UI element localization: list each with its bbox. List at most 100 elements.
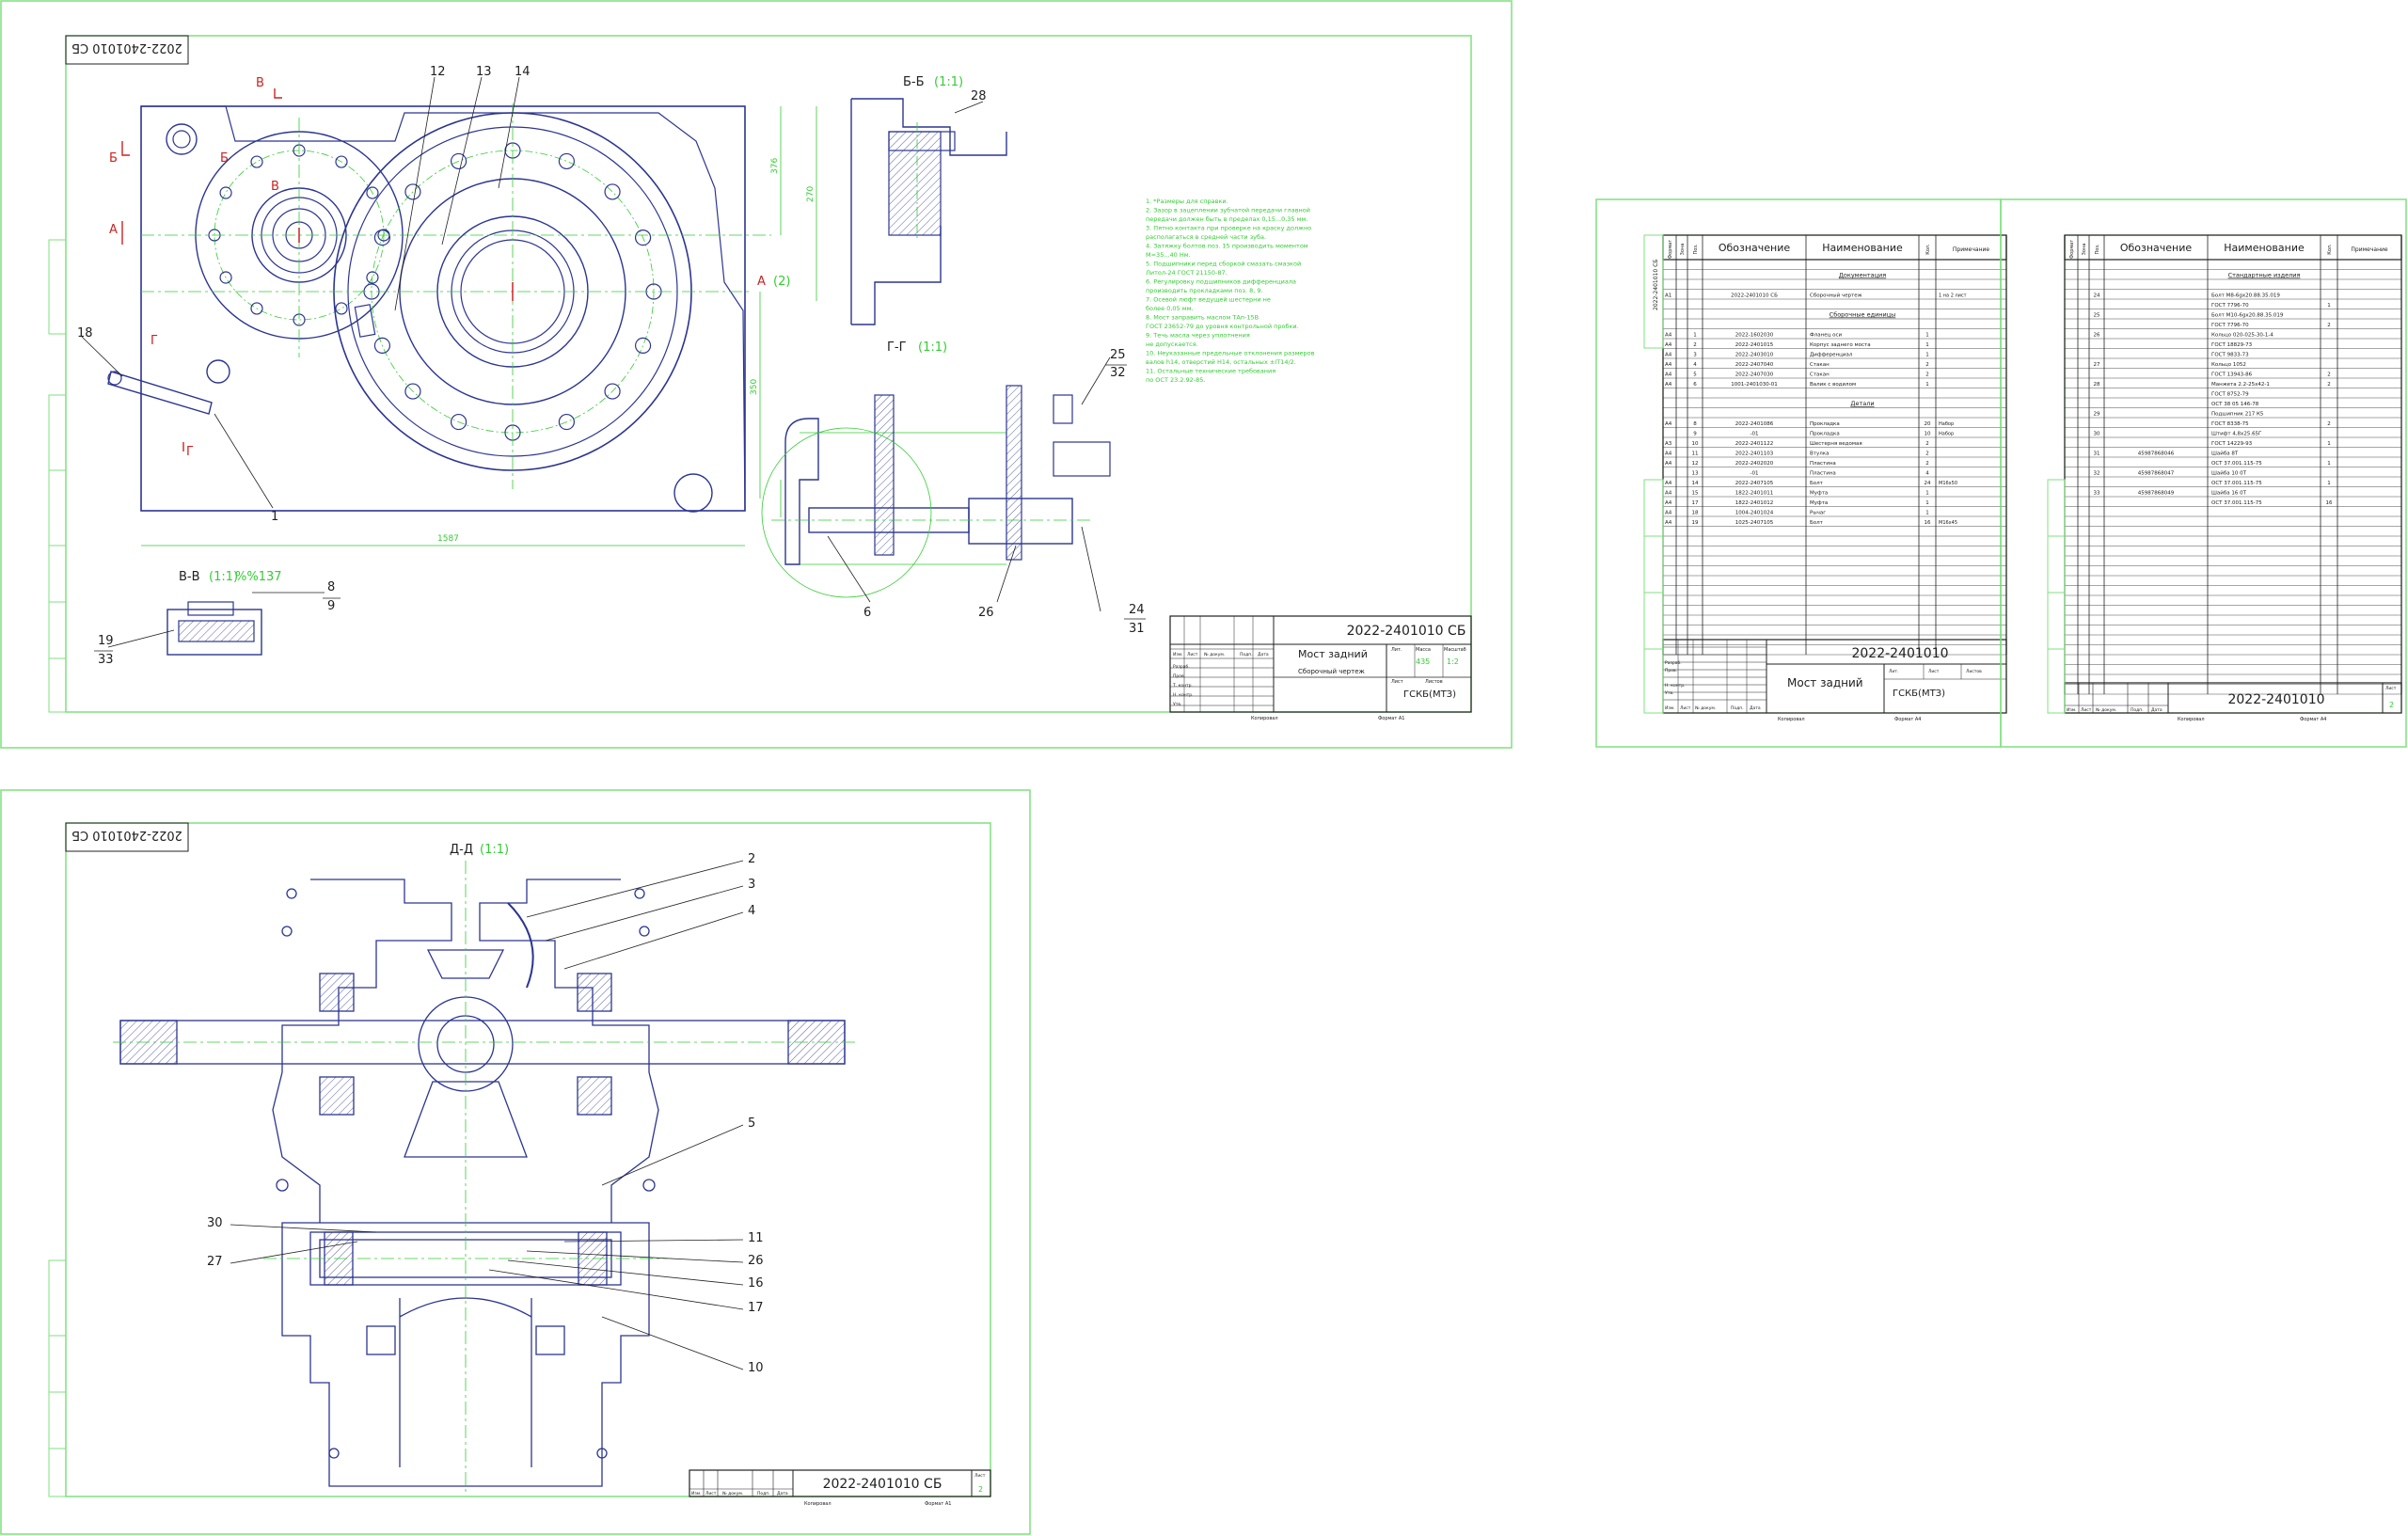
spec-cell-name: Шайба 8Т [2211,451,2239,457]
section-v-v-scale: (1:1) [209,570,238,584]
title-block-sheet: Лист [1391,679,1403,685]
spec-cell-pos: 2 [1693,342,1697,348]
spec-cell-name: Пластина [1810,461,1836,467]
spec-cell-pos: 4 [1693,362,1697,368]
spec-cell-pos: 33 [2094,491,2100,497]
title-block-subtitle: Сборочный чертеж [1298,668,1365,675]
bolt-hole [404,183,421,200]
dim-height-c: 350 [750,379,759,395]
section-d-d-title: Д-Д [450,843,473,857]
sheet-1-left-strips [48,239,67,713]
spec-cell-pos: 30 [2094,432,2100,437]
spec-cell-name: ГОСТ 7796-70 [2211,303,2249,309]
spec-2-copied: Копировал [2178,717,2205,722]
bolt-hole [634,337,652,355]
bolt-hole [250,302,263,315]
spec-cell-qty: 2 [1925,451,1929,457]
spec-cell-qty: 1 [2327,303,2331,309]
section-v-v-title: В-В [179,570,200,584]
bolt-hole [450,152,467,170]
leader-24: 24 [1129,603,1145,617]
tbs1-col-1: Лист [1680,705,1691,711]
spec-cell-code: 2022-2407030 [1735,372,1774,378]
bolt-hole [450,413,467,431]
note-line: 6. Регулировку подшипников дифференциала [1146,278,1296,286]
leader-9: 9 [327,599,335,613]
note-line: ГОСТ 23652-79 до уровня контрольной проб… [1146,323,1299,330]
sheet-2-frame [65,822,991,1497]
leader-17: 17 [748,1301,764,1315]
tbs1-row-1: Пров. [1665,668,1677,673]
title-block-code: 2022-2401010 СБ [1347,624,1466,639]
spec-cell-pos: 31 [2094,451,2100,457]
leader-10: 10 [748,1361,764,1375]
spec-cell-name: ОСТ 38 05 146-78 [2211,402,2259,407]
section-b-b-title: Б-Б [903,75,925,89]
sheet-1-outer-border [0,0,1513,749]
spec-cell-name: Шестерня ведомая [1810,441,1862,447]
dim-width: 1587 [437,534,459,544]
tbs2-col-1: Лист [2081,707,2092,713]
note-line: 5. Подшипники перед сборкой смазать смаз… [1146,261,1301,268]
spec-cell-name: Муфта [1810,491,1828,497]
spec-cell-pos: 15 [1692,491,1699,497]
leader-32: 32 [1110,366,1126,380]
spec-cell-name: Рычаг [1810,511,1826,516]
spec-cell-pos: 5 [1693,372,1697,378]
leader-33: 33 [98,653,114,667]
spec-cell-qty: 1 [2327,481,2331,486]
spec-cell-pos: 3 [1693,353,1697,358]
tbs2-col-0: Изм. [2067,707,2077,713]
spec-section-heading: Стандартные изделия [2228,272,2301,279]
spec-cell-pos: 19 [1692,520,1699,526]
spec1-header-6: Примечание [1953,246,1989,253]
spec-cell-qty: 2 [2327,323,2331,328]
spec-cell-pos: 32 [2094,471,2100,477]
cut-mark-v-mid: В [271,180,279,194]
spec-cell-name: ОСТ 37.001.115-75 [2211,461,2262,467]
spec-cell-code: 2022-2407105 [1735,481,1774,486]
spec-2-title-block: 2022-2401010 Изм. Лист № докум. Подп. Да… [2064,682,2402,722]
note-line: М=35...40 Нм. [1146,251,1191,259]
sheet-1: 2022-2401010 СБ [0,0,1513,749]
spec-cell-name: Пластина [1810,471,1836,477]
spec-cell-name: Стакан [1810,362,1830,368]
cut-marks: В Б Б В А Г Г А (2) [109,76,790,459]
spec1-header-2: Поз. [1693,244,1699,254]
bolt-hole [404,383,421,400]
tb1-col-0: Изм. [1173,652,1183,657]
spec-cell-name: Шайба 16 0Т [2211,490,2247,497]
spec-cell-qty: 2 [2327,421,2331,427]
bolt-hole [604,383,621,400]
spec-cell-qty: 4 [1925,471,1929,477]
spec-cell-name: Шайба 10 0Т [2211,470,2247,477]
tb1-row-2: Т. контр. [1172,683,1193,689]
spec-cell-code: 2022-2407040 [1735,362,1774,368]
spec-cell-code: 1001-2401030-01 [1731,382,1777,388]
spec-cell-pos: 27 [2094,362,2100,368]
spec-cell-pos: 10 [1692,441,1699,447]
spec-cell-qty: 1 [1925,333,1929,339]
sheet-1-title-block: 2022-2401010 СБ Мост задний Сборочный че… [1169,615,1472,721]
spec-cell-qty: 10 [1925,432,1931,437]
note-line: 4. Затяжку болтов поз. 15 производить мо… [1146,243,1308,250]
spec-cell-name: Валик с водилом [1810,382,1856,388]
spec-cell-name: Болт М8-6gх20.88.35.019 [2211,293,2280,299]
spec-cell-note: М16х45 [1939,520,1957,526]
spec-cell-format: А4 [1665,353,1672,358]
leader-5: 5 [748,1116,755,1131]
leader-4: 4 [748,904,755,918]
spec-cell-code: 2022-2401122 [1735,441,1773,447]
leader-30: 30 [207,1216,223,1230]
cut-mark-b-left: Б [109,151,118,166]
spec-cell-name: Стакан [1810,372,1830,378]
leader-8: 8 [327,580,335,594]
spec-cell-code: 2022-2401015 [1735,342,1774,348]
spec-cell-qty: 2 [1925,372,1929,378]
spec-cell-format: А4 [1665,342,1672,348]
spec-2-code: 2022-2401010 [2227,692,2324,707]
leader-14: 14 [515,65,531,79]
